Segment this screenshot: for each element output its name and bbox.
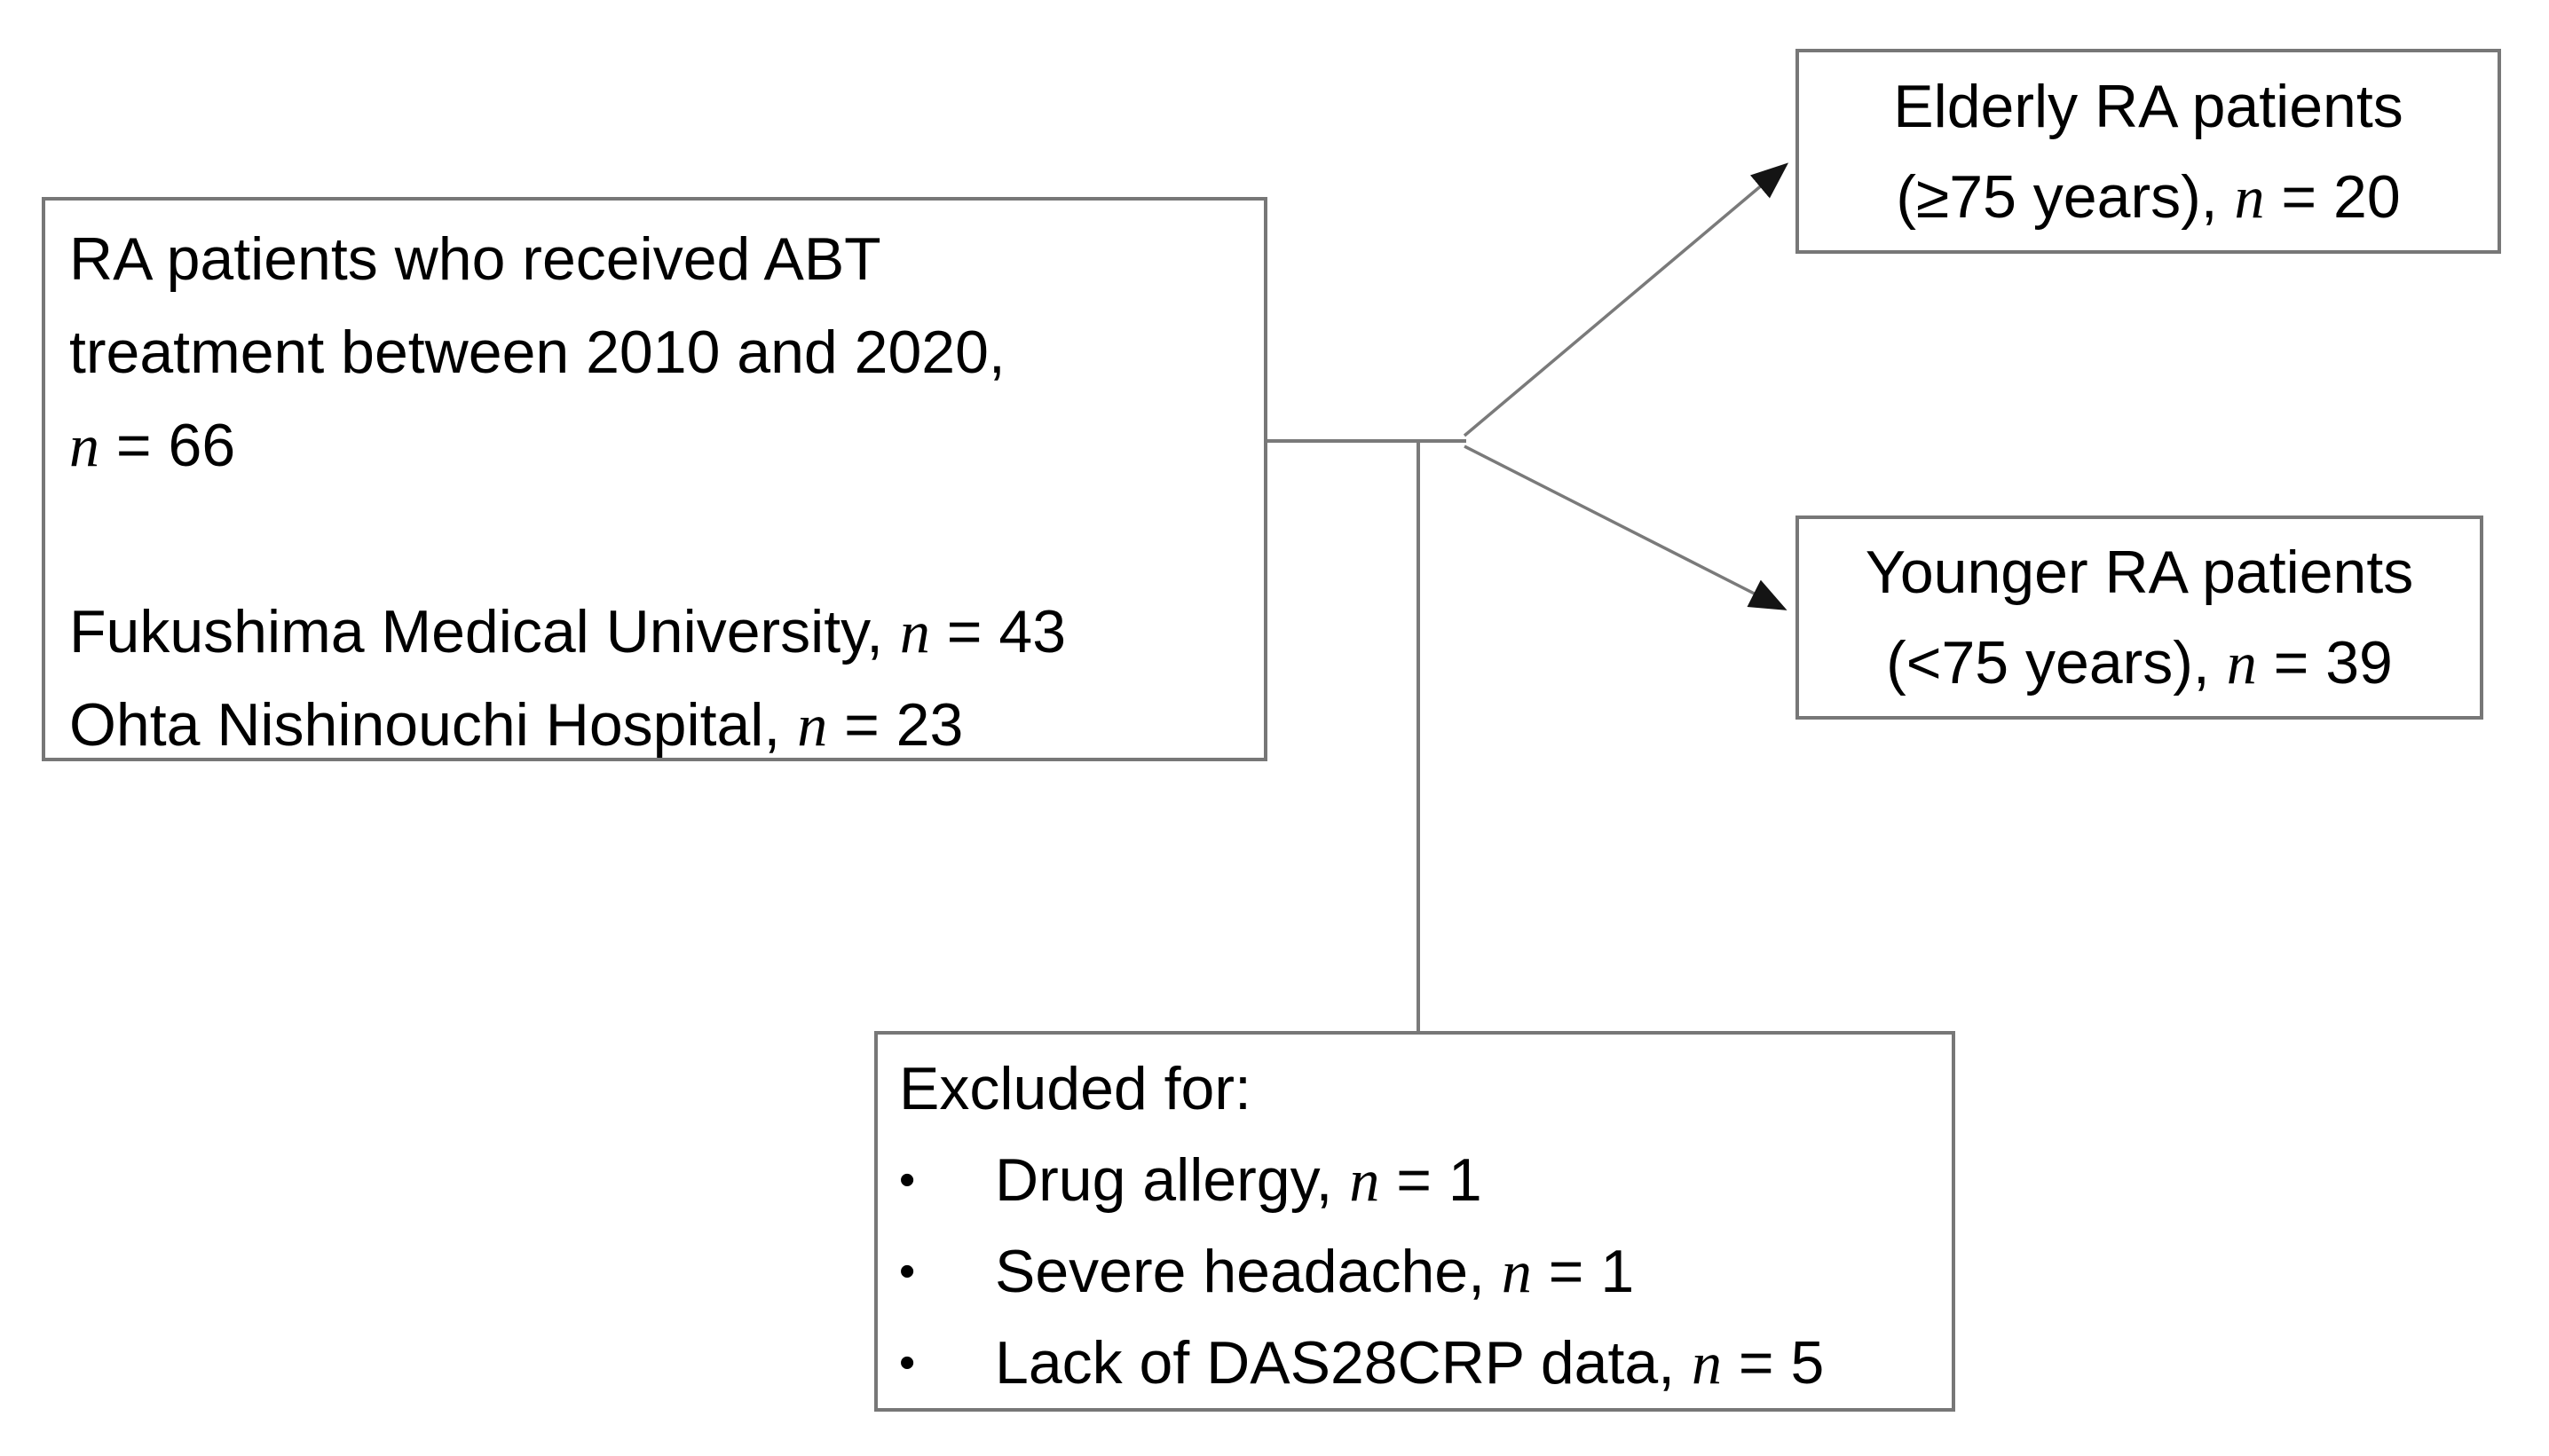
source-population-box: RA patients who received ABT treatment b… [42, 197, 1267, 761]
excluded-item-3: Lack of DAS28CRP data, n = 5 [995, 1329, 1825, 1397]
bullet-icon: • [899, 1337, 916, 1389]
source-line-3: n = 66 [69, 412, 236, 479]
bullet-icon: • [899, 1246, 916, 1297]
source-line-blank [69, 492, 1248, 586]
excluded-title: Excluded for: [899, 1055, 1251, 1122]
elderly-patients-box: Elderly RA patients (≥75 years), n = 20 [1795, 49, 2501, 254]
younger-patients-box: Younger RA patients (<75 years), n = 39 [1795, 516, 2483, 720]
excluded-item-1: Drug allergy, n = 1 [995, 1146, 1482, 1214]
source-line-5: Ohta Nishinouchi Hospital, n = 23 [69, 691, 964, 759]
younger-line-1: Younger RA patients [1865, 539, 2414, 606]
source-line-4: Fukushima Medical University, n = 43 [69, 598, 1067, 665]
bullet-icon: • [899, 1154, 916, 1206]
excluded-item-row: • Lack of DAS28CRP data, n = 5 [899, 1318, 1952, 1409]
excluded-patients-box: Excluded for: • Drug allergy, n = 1 • Se… [874, 1031, 1955, 1412]
elderly-line-2: (≥75 years), n = 20 [1896, 162, 2401, 231]
elderly-line-1: Elderly RA patients [1893, 72, 2403, 140]
source-line-1: RA patients who received ABT [69, 225, 881, 293]
excluded-item-row: • Severe headache, n = 1 [899, 1226, 1952, 1318]
excluded-item-2: Severe headache, n = 1 [995, 1238, 1635, 1305]
arrow-to-younger [1464, 445, 1787, 610]
excluded-item-row: • Drug allergy, n = 1 [899, 1135, 1952, 1226]
arrow-to-elderly [1463, 162, 1789, 437]
source-line-2: treatment between 2010 and 2020, [69, 319, 1006, 386]
younger-line-2: (<75 years), n = 39 [1886, 629, 2393, 697]
